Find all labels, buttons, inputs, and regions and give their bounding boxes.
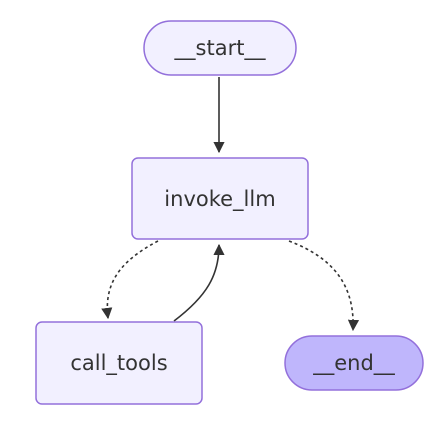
start-node-label: __start__: [174, 36, 266, 61]
call-tools-node-shape: [35, 321, 203, 405]
end-node-shape: [284, 335, 424, 391]
start-node[interactable]: __start__: [143, 20, 297, 76]
edge-invoke-llm-to-end: [288, 240, 360, 332]
end-node[interactable]: __end__: [284, 335, 424, 391]
call-tools-node-label: call_tools: [70, 351, 167, 376]
end-node-label: __end__: [312, 351, 395, 376]
invoke-llm-node[interactable]: invoke_llm: [131, 157, 309, 240]
edge-invoke-llm-to-call-tools: [101, 240, 159, 320]
start-node-shape: [143, 20, 297, 76]
invoke-llm-node-shape: [131, 157, 309, 240]
invoke-llm-node-label: invoke_llm: [164, 187, 275, 212]
edge-call-tools-to-invoke-llm: [173, 243, 225, 322]
call-tools-node[interactable]: call_tools: [35, 321, 203, 405]
